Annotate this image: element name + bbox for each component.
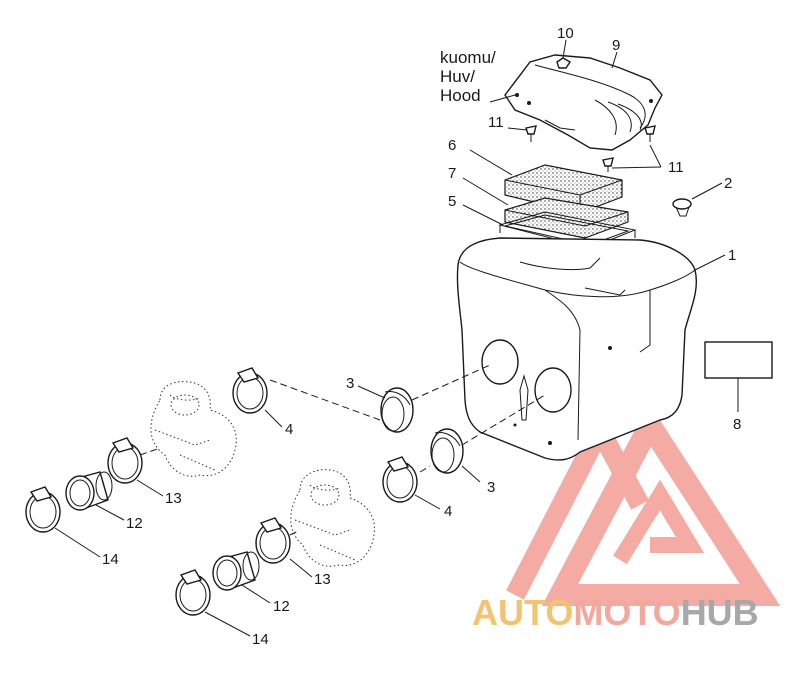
clamp-14-upper xyxy=(25,486,61,533)
clamp-4-upper xyxy=(232,367,268,414)
hood-part xyxy=(504,54,663,151)
carburetor-lower xyxy=(290,469,375,567)
leader-lines xyxy=(54,39,739,637)
clamp-4-lower xyxy=(382,456,418,503)
callout-6: 6 xyxy=(448,137,456,154)
callout-11-upper: 11 xyxy=(488,114,504,131)
callout-4-lower: 4 xyxy=(444,503,452,520)
callout-12-lower: 12 xyxy=(273,598,290,615)
hood-label-line1: kuomu/ xyxy=(440,48,496,67)
label-box-part xyxy=(704,341,773,379)
callout-5: 5 xyxy=(448,193,456,210)
boot-12-upper xyxy=(65,471,113,511)
clamp-14-lower xyxy=(175,569,211,616)
hood-label-line3: Hood xyxy=(440,86,481,105)
callout-3-upper: 3 xyxy=(346,375,354,392)
clamp-13-upper xyxy=(107,437,143,484)
callout-7: 7 xyxy=(448,165,456,182)
screw-part xyxy=(525,125,656,172)
callout-10: 10 xyxy=(557,25,574,42)
watermark-part1: AUTO xyxy=(472,592,573,633)
callout-13-lower: 13 xyxy=(314,571,331,588)
callout-12-upper: 12 xyxy=(126,515,143,532)
callout-9: 9 xyxy=(612,37,620,54)
callout-1: 1 xyxy=(728,247,736,264)
watermark-part2: MOTO xyxy=(573,592,680,633)
airbox-housing xyxy=(456,237,697,461)
callout-14-upper: 14 xyxy=(102,551,119,568)
grommet-upper xyxy=(380,387,414,433)
grommet-lower xyxy=(430,428,464,474)
boot-12-lower xyxy=(212,551,260,591)
emblem-part xyxy=(556,57,571,69)
callout-3-lower: 3 xyxy=(487,479,495,496)
carburetor-upper xyxy=(150,381,237,477)
callout-2: 2 xyxy=(724,175,732,192)
callout-4-upper: 4 xyxy=(285,421,293,438)
clamp-13-lower xyxy=(255,517,291,564)
clip-part xyxy=(672,198,692,217)
watermark-text: AUTOMOTOHUB xyxy=(472,592,759,633)
callout-8: 8 xyxy=(733,416,741,433)
callout-13-upper: 13 xyxy=(165,490,182,507)
hood-label-line2: Huv/ xyxy=(440,67,475,86)
watermark-part3: HUB xyxy=(681,592,759,633)
alignment-lines xyxy=(139,364,546,536)
callout-11-lower: 11 xyxy=(668,159,684,176)
callout-14-lower: 14 xyxy=(252,631,269,648)
